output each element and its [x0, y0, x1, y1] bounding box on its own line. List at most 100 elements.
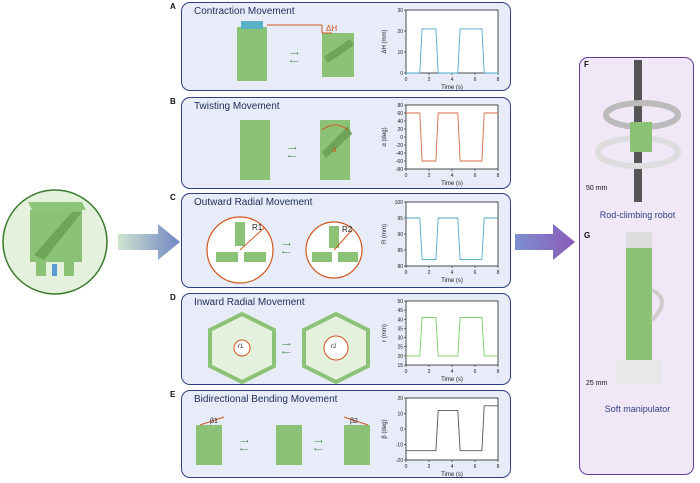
x-tick-label: 0 [405, 173, 408, 179]
x-tick-label: 0 [405, 369, 408, 375]
y-axis-label: r (mm) [382, 324, 388, 342]
y-tick-label: 60 [397, 111, 403, 117]
r2-small-label: r2 [331, 344, 337, 350]
series-line [406, 405, 498, 452]
panel-title: Outward Radial Movement [194, 197, 313, 208]
svg-text:⟶: ⟶ [290, 51, 299, 57]
y-tick-label: 20 [397, 127, 403, 133]
y-tick-label: 20 [397, 396, 403, 402]
y-tick-label: 30 [397, 8, 403, 14]
y-tick-label: 0 [400, 71, 403, 77]
x-tick-label: 0 [405, 270, 408, 276]
r1-small-label: r1 [238, 344, 244, 350]
x-tick-label: 8 [497, 173, 500, 179]
svg-text:⟵: ⟵ [282, 250, 291, 256]
x-tick-label: 2 [428, 77, 431, 83]
x-tick-label: 6 [474, 369, 477, 375]
series-line [406, 112, 498, 162]
x-tick-label: 2 [428, 270, 431, 276]
panel-letter-d: D [170, 293, 176, 302]
panel-letter-e: E [170, 390, 176, 399]
svg-text:⟶: ⟶ [282, 342, 291, 348]
y-tick-label: 15 [397, 363, 403, 369]
x-tick-label: 8 [497, 369, 500, 375]
y-tick-label: 30 [397, 336, 403, 342]
svg-text:⟵: ⟵ [240, 447, 249, 453]
series-line [406, 317, 498, 357]
x-tick-label: 6 [474, 270, 477, 276]
y-tick-label: 95 [397, 216, 403, 222]
module-illustration [2, 189, 108, 295]
panel-letter-g: G [584, 231, 591, 240]
panel-title: Inward Radial Movement [194, 297, 305, 308]
x-tick-label: 8 [497, 77, 500, 83]
y-tick-label: 35 [397, 326, 403, 332]
module-block [28, 202, 86, 276]
y-tick-label: 90 [397, 232, 403, 238]
x-tick-label: 6 [474, 173, 477, 179]
y-tick-label: -20 [396, 458, 403, 464]
y-axis-label: R (mm) [382, 224, 388, 244]
svg-text:⟵: ⟵ [282, 350, 291, 356]
y-tick-label: 20 [397, 29, 403, 35]
y-tick-label: -80 [396, 167, 403, 173]
x-tick-label: 8 [497, 464, 500, 470]
svg-text:⟵: ⟵ [314, 447, 323, 453]
x-axis-label: Time (s) [441, 278, 463, 284]
panel-letter-f: F [584, 60, 589, 69]
x-axis-label: Time (s) [441, 85, 463, 91]
scale-bar-f: 50 mm [586, 185, 608, 192]
applications-panel: F 50 mm Rod-climbing robot G 25 mm Soft … [579, 57, 694, 475]
x-tick-label: 4 [451, 369, 454, 375]
y-axis-label: β (deg) [382, 419, 388, 438]
y-tick-label: 20 [397, 354, 403, 360]
x-tick-label: 2 [428, 173, 431, 179]
x-axis-label: Time (s) [441, 181, 463, 187]
plot-frame [405, 201, 499, 267]
panel-letter-b: B [170, 97, 176, 106]
panel-letter-c: C [170, 193, 176, 202]
panel-title: Bidirectional Bending Movement [194, 394, 338, 405]
x-tick-label: 4 [451, 464, 454, 470]
delta-h-label: ΔH [326, 24, 337, 33]
x-tick-label: 4 [451, 173, 454, 179]
x-tick-label: 6 [474, 464, 477, 470]
x-axis-label: Time (s) [441, 377, 463, 383]
panel-title: Twisting Movement [194, 101, 280, 112]
y-tick-label: 10 [397, 412, 403, 418]
svg-text:⟶: ⟶ [314, 439, 323, 445]
series-line [406, 28, 498, 74]
svg-text:⟶: ⟶ [240, 439, 249, 445]
outward-illustration: ⟶ ⟵ R1 R2 [206, 216, 363, 284]
x-tick-label: 2 [428, 369, 431, 375]
x-axis-label: Time (s) [441, 472, 463, 478]
beta1-label: β1 [210, 418, 218, 425]
y-tick-label: -10 [396, 443, 403, 449]
y-tick-label: 40 [397, 119, 403, 125]
alpha-label: α [332, 145, 337, 154]
rod-climbing-robot-photo [595, 60, 681, 202]
x-tick-label: 4 [451, 270, 454, 276]
x-tick-label: 8 [497, 270, 500, 276]
bending-illustration: ⟶ ⟵ ⟶ ⟵ β1 β2 [196, 416, 370, 465]
y-tick-label: -20 [396, 143, 403, 149]
svg-text:⟵: ⟵ [288, 154, 297, 160]
twisting-illustration: ⟶ ⟵ α [240, 120, 352, 180]
plot-frame [405, 9, 499, 74]
y-tick-label: 100 [395, 200, 404, 206]
y-axis-label: α (deg) [382, 127, 388, 146]
x-tick-label: 2 [428, 464, 431, 470]
contraction-illustration: ⟶ ⟵ ΔH [237, 21, 354, 81]
x-tick-label: 0 [405, 77, 408, 83]
scale-bar-g: 25 mm [586, 380, 608, 387]
arrow-right [515, 224, 575, 260]
panel-letter-a: A [170, 2, 176, 11]
y-tick-label: 85 [397, 248, 403, 254]
inward-illustration: ⟶ ⟵ r1 r2 [208, 311, 370, 384]
svg-text:⟶: ⟶ [288, 146, 297, 152]
